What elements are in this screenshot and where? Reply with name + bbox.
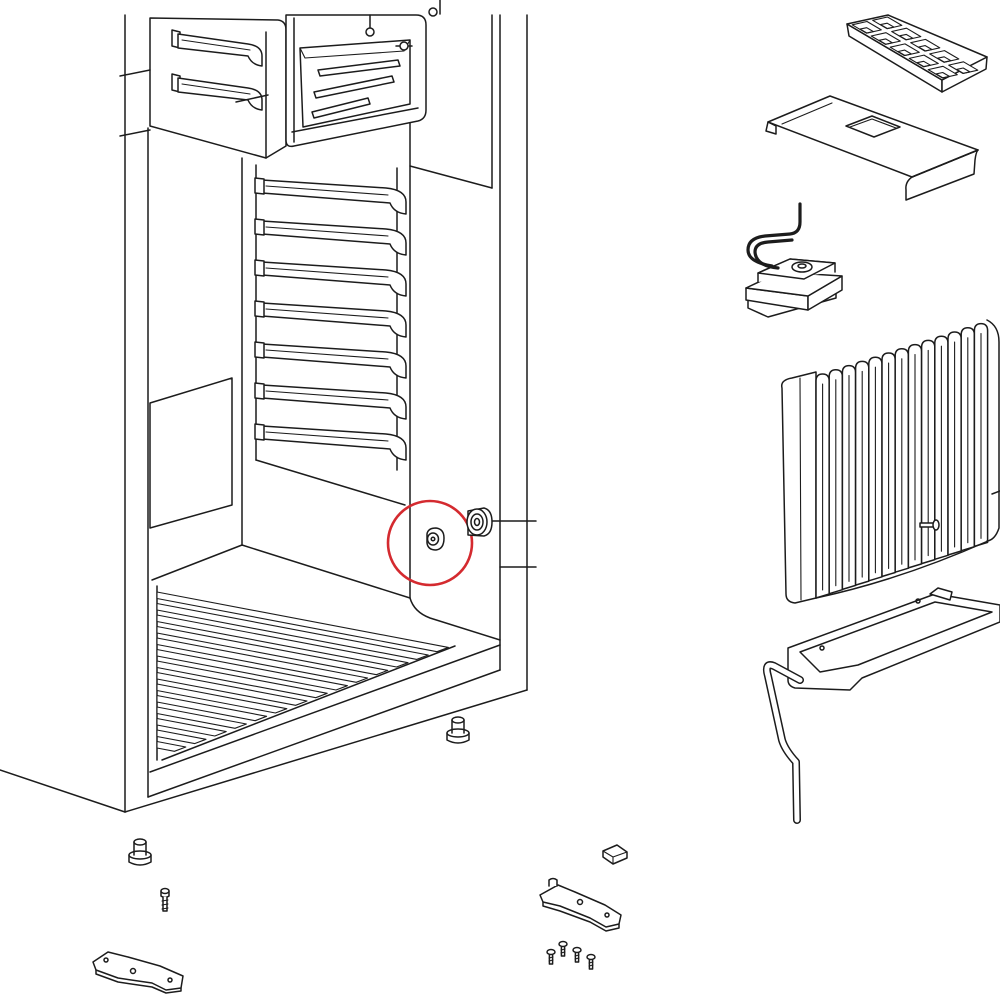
ice-cube-cell <box>929 50 960 63</box>
shelf-rail <box>254 423 407 461</box>
leader-line <box>235 94 269 103</box>
leader-line <box>119 69 151 77</box>
screw <box>160 887 170 912</box>
shelf-rail <box>254 341 407 379</box>
leveling-foot <box>446 716 470 744</box>
shelf-rail <box>254 218 407 256</box>
ice-cube-cell <box>908 54 939 68</box>
evaporator-fin <box>854 360 870 586</box>
floor-slat <box>156 683 288 714</box>
evaporator-bottom-edge <box>815 540 989 599</box>
floor-slat <box>156 694 268 722</box>
screw <box>572 946 582 963</box>
ice-cube-cell <box>889 43 920 57</box>
thermostat-dial <box>791 261 813 273</box>
screw <box>586 953 596 970</box>
evaporator-fin <box>947 331 962 556</box>
hinge-bracket <box>92 951 184 994</box>
drain-pipe <box>762 661 804 824</box>
leader-lines <box>119 69 537 568</box>
shelf-rail <box>254 300 407 338</box>
drip-tray <box>787 587 1000 691</box>
freezer-drawer <box>285 0 441 148</box>
evaporator-fin <box>828 369 844 595</box>
floor-grille <box>156 591 449 752</box>
side-wall-panel <box>149 377 233 529</box>
shelf-rail <box>254 382 407 420</box>
floor-slat <box>156 671 308 706</box>
drain-plug <box>426 527 445 551</box>
screw <box>546 948 556 965</box>
drawer-bar <box>317 59 401 77</box>
ice-cube-cell <box>910 38 941 52</box>
drawer-bar <box>311 97 371 119</box>
ice-cube-cell <box>891 27 922 41</box>
leader-line <box>119 129 151 137</box>
floor-slat <box>156 729 207 745</box>
shelf-rail <box>254 259 407 297</box>
screw-set <box>546 940 596 970</box>
drawer-bar <box>313 75 395 99</box>
screw <box>991 490 1000 495</box>
evaporator-fin <box>920 339 936 565</box>
floor-slat <box>156 637 369 683</box>
ice-cube-cell <box>948 61 979 75</box>
evaporator-fin <box>973 322 989 548</box>
evaporator-fin <box>907 343 923 569</box>
ice-cube-cell <box>872 16 903 30</box>
cabinet <box>0 14 528 813</box>
hinge-cap <box>602 844 628 865</box>
floor-slat <box>156 614 409 668</box>
freezer-shelf-holder <box>149 17 287 159</box>
evaporator-fin <box>868 356 883 582</box>
evaporator-cover <box>765 95 979 201</box>
ice-cube-cell <box>927 65 958 79</box>
evaporator-fin <box>881 352 896 578</box>
ice-cube-tray <box>846 14 988 93</box>
leveling-foot <box>128 838 152 866</box>
thermostat <box>745 202 843 318</box>
floor-slat <box>156 648 348 691</box>
evaporator-fin <box>841 364 857 591</box>
drain-grommet <box>466 507 493 537</box>
drawer-pin <box>399 41 409 51</box>
floor-slat <box>156 625 389 676</box>
evaporator-fin <box>960 327 976 552</box>
shelf-rail <box>254 177 407 215</box>
floor-slat <box>156 591 449 653</box>
evaporator-fin <box>815 373 830 599</box>
thermostat-cable <box>753 238 794 270</box>
freezer-shelf <box>171 29 263 67</box>
thermostat-cable <box>746 202 802 268</box>
evaporator-fin <box>894 348 910 573</box>
floor-slat <box>156 706 247 729</box>
evaporator <box>780 319 1000 604</box>
ice-cube-cell <box>851 20 882 34</box>
floor-slat <box>156 717 227 737</box>
hinge-bracket <box>539 877 622 932</box>
screw <box>558 940 568 957</box>
highlight-circle <box>386 499 474 587</box>
floor-slat <box>156 602 429 660</box>
floor-slat <box>156 660 328 699</box>
screw <box>919 519 940 531</box>
shelf-rails <box>254 177 407 461</box>
ice-cube-cell <box>870 32 901 45</box>
evaporator-end-cap <box>986 319 1000 542</box>
floor-slat <box>156 740 187 752</box>
drawer-pin <box>428 7 438 17</box>
drawer-pin <box>365 27 375 37</box>
freezer-shelf <box>171 73 263 111</box>
